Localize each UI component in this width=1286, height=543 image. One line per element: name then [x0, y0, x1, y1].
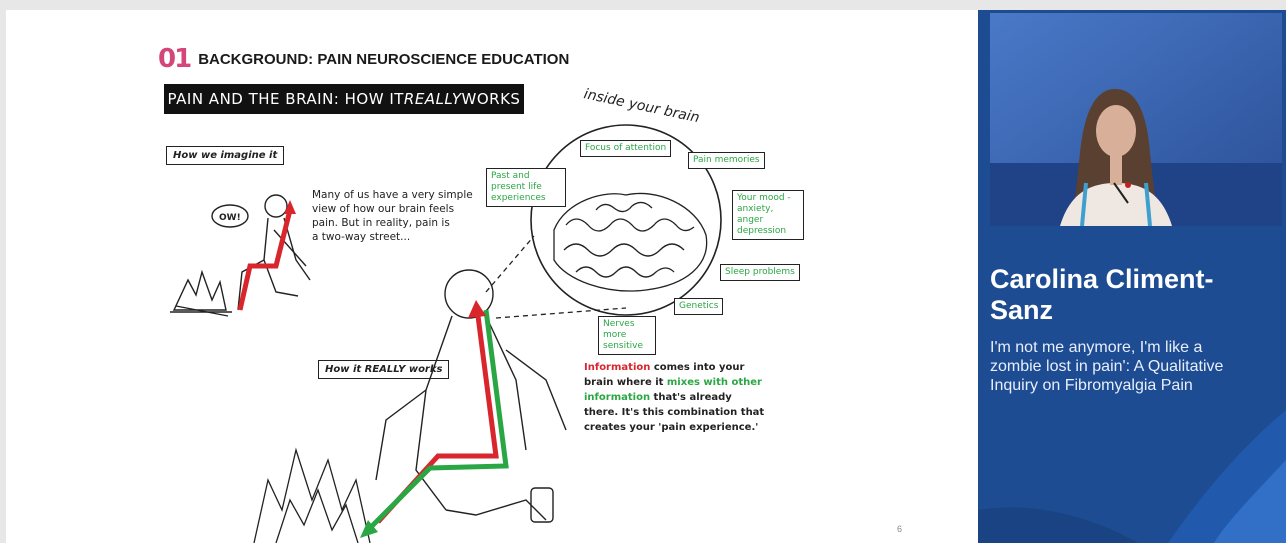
info-word-information: Information — [584, 362, 650, 373]
speaker-video — [990, 13, 1282, 226]
talk-title: I'm not me anymore, I'm like a zombie lo… — [990, 338, 1280, 395]
pain-arrow-red — [378, 316, 496, 522]
dashed-line-left — [486, 236, 534, 292]
slide-page-number: 6 — [897, 524, 902, 534]
label-mood: Your mood - anxiety, anger depression — [732, 190, 804, 240]
label-past-experiences: Past and present life experiences — [486, 168, 566, 207]
info-text-1: comes into your — [650, 362, 744, 373]
info-text: Information comes into your brain where … — [584, 360, 764, 435]
kneeling-figure-large-icon — [376, 270, 566, 522]
info-text-5: creates your 'pain experience.' — [584, 420, 764, 435]
label-nerves: Nerves more sensitive — [598, 316, 656, 355]
talk-title-line: zombie lost in pain': A Qualitative — [990, 357, 1280, 376]
campfire-small-icon — [170, 272, 232, 316]
info-text-4: there. It's this combination that — [584, 405, 764, 420]
info-text-2: brain where it — [584, 377, 667, 388]
speaker-name-line: Sanz — [990, 295, 1280, 326]
label-pain-memories: Pain memories — [688, 152, 765, 169]
label-focus-attention: Focus of attention — [580, 140, 671, 157]
label-genetics: Genetics — [674, 298, 723, 315]
label-sleep-problems: Sleep problems — [720, 264, 800, 281]
speaker-name: Carolina Climent- Sanz — [990, 264, 1280, 326]
pain-arrow-small — [240, 210, 290, 310]
speaker-video-frame — [990, 13, 1282, 226]
info-word-mixes: mixes with other — [667, 377, 762, 388]
speaker-panel: Carolina Climent- Sanz I'm not me anymor… — [978, 10, 1286, 543]
kneeling-figure-small-icon — [238, 195, 310, 310]
ow-text: OW! — [219, 213, 241, 223]
speaker-name-line: Carolina Climent- — [990, 264, 1280, 295]
window-top-border — [0, 0, 1286, 10]
info-text-3: that's already — [650, 392, 732, 403]
campfire-large-icon — [254, 450, 370, 543]
pain-brain-illustration: OW! — [6, 10, 978, 543]
info-word-information-2: information — [584, 392, 650, 403]
decorative-wave — [978, 390, 1286, 543]
arrow-head-red — [468, 300, 486, 318]
talk-title-line: I'm not me anymore, I'm like a — [990, 338, 1280, 357]
presentation-slide: 01 BACKGROUND: PAIN NEUROSCIENCE EDUCATI… — [6, 10, 978, 543]
